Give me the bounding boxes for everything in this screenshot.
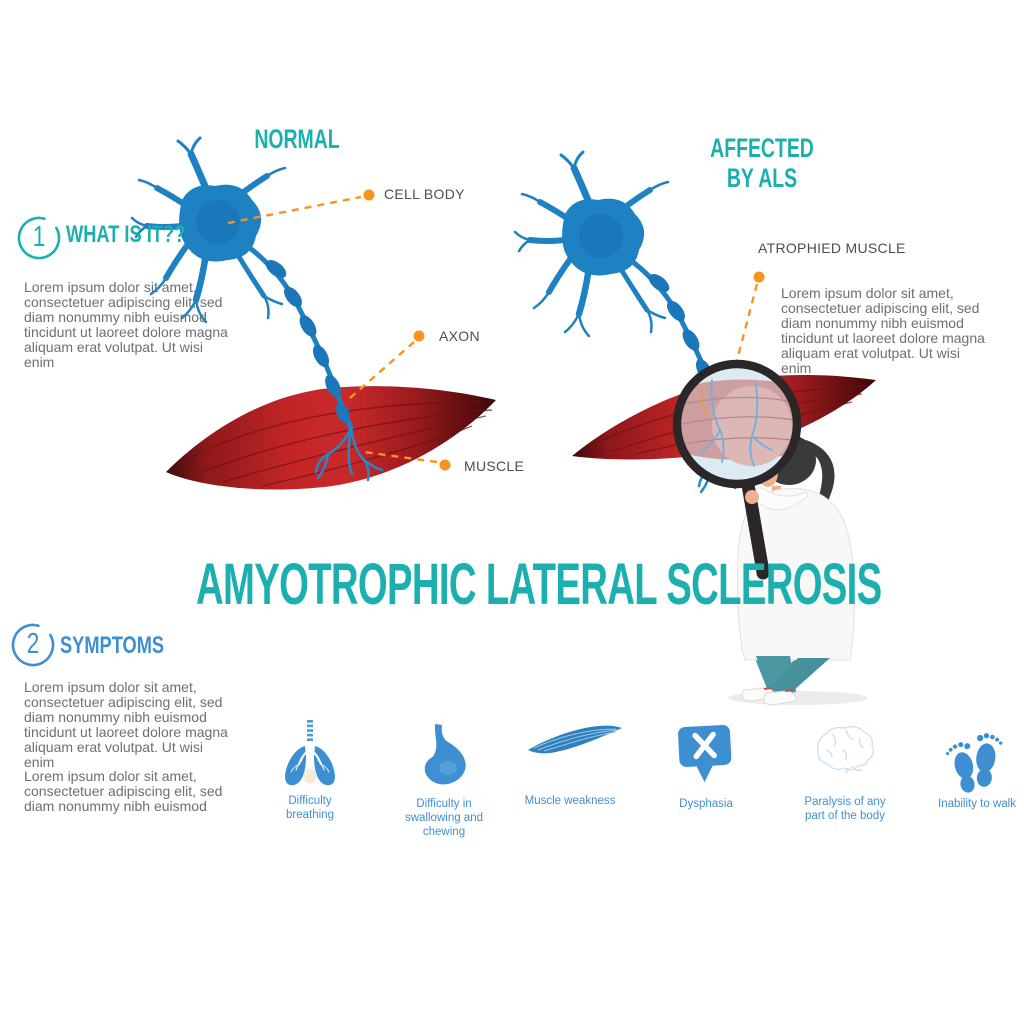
- callout-dot-atrophied: [753, 271, 765, 283]
- main-title: AMYOTROPHIC LATERAL SCLEROSIS: [196, 552, 882, 617]
- symptom-label-dysphasia: Dysphasia: [679, 798, 733, 810]
- symptom-label-muscle-weakness: Muscle weakness: [524, 795, 616, 807]
- symptom-label-paralysis: Paralysis of any part of the body: [804, 796, 886, 822]
- muscle-label: MUSCLE: [464, 458, 525, 474]
- callout-dot-muscle: [439, 459, 451, 471]
- symptoms-body: Lorem ipsum dolor sit amet, consectetuer…: [24, 679, 228, 815]
- muscle-icon: [528, 725, 622, 754]
- magnifying-glass-icon: [672, 359, 802, 580]
- what-is-it-heading: WHAT IS IT??: [66, 221, 186, 248]
- normal-muscle-illustration: [166, 386, 496, 490]
- cell-body-label: CELL BODY: [384, 186, 465, 202]
- affected-by-als-heading: AFFECTED BY ALS: [710, 133, 814, 193]
- scientist-hand: [745, 490, 759, 504]
- axon-label: AXON: [439, 328, 480, 344]
- symptom-label-inability-to-walk: Inability to walk: [938, 798, 1016, 810]
- what-is-it-body: Lorem ipsum dolor sit amet, consectetuer…: [24, 279, 228, 370]
- annotation-dots: [363, 189, 765, 471]
- symptom-label-difficulty-swallowing: Difficulty in swallowing and chewing: [405, 798, 483, 838]
- section-2-number: 2: [26, 628, 40, 660]
- footprints-icon: [945, 733, 1003, 793]
- section-1-ring: [17, 216, 61, 260]
- symptom-label-difficulty-breathing: Difficulty breathing: [286, 795, 334, 821]
- annotation-lines: [227, 195, 759, 464]
- atrophied-muscle-label: ATROPHIED MUSCLE: [758, 240, 906, 256]
- affected-note: Lorem ipsum dolor sit amet, consectetuer…: [781, 285, 985, 376]
- normal-heading: NORMAL: [254, 124, 340, 154]
- section-1-number: 1: [32, 221, 46, 253]
- section-2-ring: [11, 623, 55, 667]
- callout-dot-cell-body: [363, 189, 375, 201]
- speech-bubble-x-icon: [678, 725, 732, 783]
- brain-icon: [817, 726, 874, 775]
- lungs-icon: [285, 720, 335, 786]
- callout-dot-axon: [413, 330, 425, 342]
- symptoms-heading: SYMPTOMS: [60, 632, 165, 659]
- stomach-icon: [424, 724, 466, 785]
